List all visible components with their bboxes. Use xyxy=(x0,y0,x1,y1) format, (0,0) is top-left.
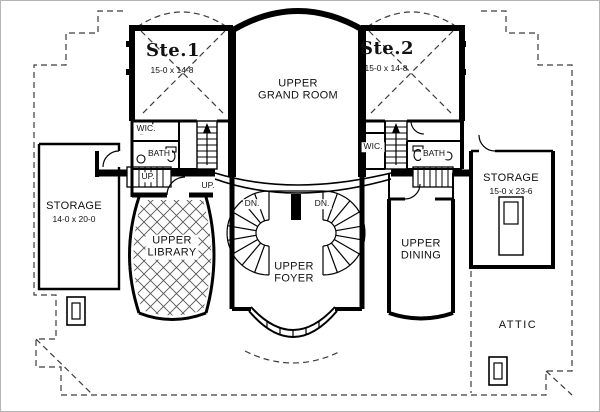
curved-stair-left xyxy=(226,190,270,276)
window-marks xyxy=(126,41,466,75)
roof-outline-dashed xyxy=(33,10,573,396)
library-lattice-hatch xyxy=(133,200,211,316)
chimney-left xyxy=(66,296,86,326)
bath-fixtures xyxy=(136,145,453,164)
walls xyxy=(37,8,555,338)
chimney-right xyxy=(488,356,508,386)
curved-stair-right xyxy=(322,190,366,276)
hvac-unit xyxy=(498,196,524,256)
